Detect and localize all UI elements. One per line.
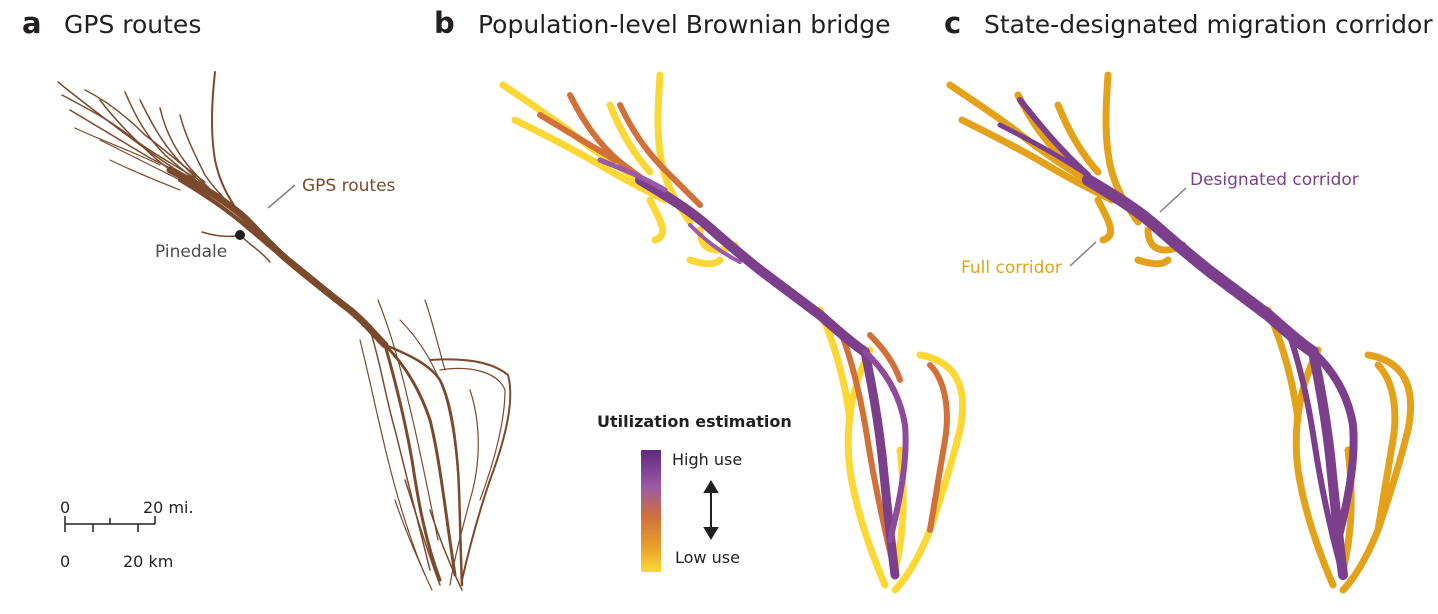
scale-km-zero: 0 (60, 552, 71, 571)
panel-a: a GPS routes (0, 0, 512, 614)
designated-leader-line (1159, 187, 1187, 213)
panel-a-letter: a (22, 6, 42, 40)
scale-mi-label: 20 mi. (143, 498, 194, 517)
brownian-bridge-map (499, 71, 967, 594)
panel-c-letter: c (944, 6, 962, 40)
scale-bar (64, 516, 156, 532)
legend-low-label: Low use (675, 548, 740, 567)
gps-routes-leader-line (267, 184, 296, 209)
pinedale-marker (235, 230, 245, 240)
full-corridor-label: Full corridor (961, 258, 1062, 278)
scale-mi-zero: 0 (60, 498, 71, 517)
panel-a-title: GPS routes (64, 10, 202, 39)
scale-km-label: 20 km (123, 552, 174, 571)
gps-route-lines (57, 71, 512, 591)
utilization-colorbar (641, 450, 661, 572)
panel-b-letter: b (434, 6, 455, 40)
panel-b-title: Population-level Brownian bridge (478, 10, 891, 39)
gps-routes-label: GPS routes (302, 176, 396, 196)
use-scale-arrow (703, 480, 719, 540)
designated-corridor (997, 97, 1358, 580)
full-leader-line (1069, 241, 1097, 267)
utilization-corridor (499, 71, 967, 594)
designated-corridor-label: Designated corridor (1190, 170, 1359, 190)
gps-routes-map (57, 71, 512, 591)
pinedale-label: Pinedale (155, 242, 228, 262)
legend-title: Utilization estimation (597, 412, 792, 431)
panel-b: b Population-level Brownian bridge (434, 6, 967, 594)
legend-high-label: High use (672, 450, 743, 469)
panel-c-title: State-designated migration corridor (984, 10, 1433, 39)
